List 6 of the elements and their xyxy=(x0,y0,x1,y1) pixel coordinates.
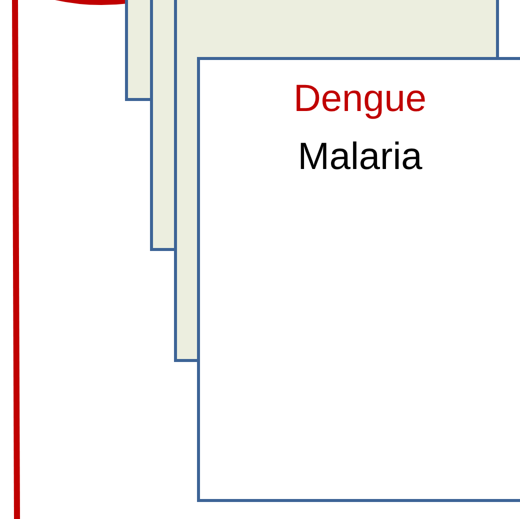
card xyxy=(150,0,174,251)
card xyxy=(125,0,150,101)
disease-name: Dengue xyxy=(293,77,427,122)
card xyxy=(174,0,198,362)
disease-name: Malaria xyxy=(298,135,422,180)
card xyxy=(197,57,520,502)
